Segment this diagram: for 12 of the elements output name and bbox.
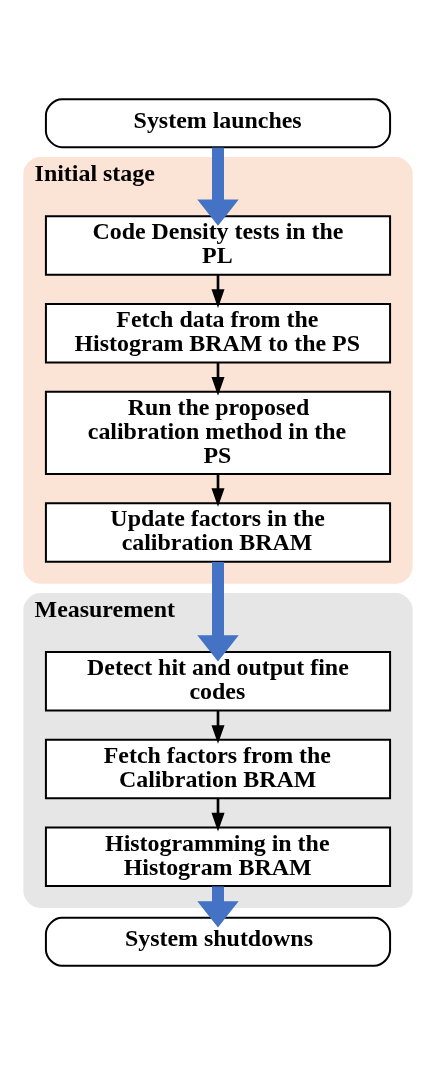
node-box: Update factors in the calibration BRAM — [44, 502, 392, 563]
node-box: Detect hit and output fine codes — [44, 651, 392, 712]
node-box: System shutdowns — [44, 916, 392, 967]
node-box: Code Density tests in the PL — [44, 215, 392, 276]
node-box: Histogramming in the Histogram BRAM — [44, 826, 392, 887]
node-box: Fetch data from the Histogram BRAM to the PS — [44, 302, 392, 364]
node-box: Fetch factors from the Calibration BRAM — [44, 738, 392, 800]
arrow — [197, 562, 239, 662]
node-box: Run the proposed calibration method in the PS — [44, 390, 392, 476]
arrow — [197, 147, 239, 226]
arrow — [197, 886, 239, 928]
node-box: System launches — [44, 98, 392, 149]
